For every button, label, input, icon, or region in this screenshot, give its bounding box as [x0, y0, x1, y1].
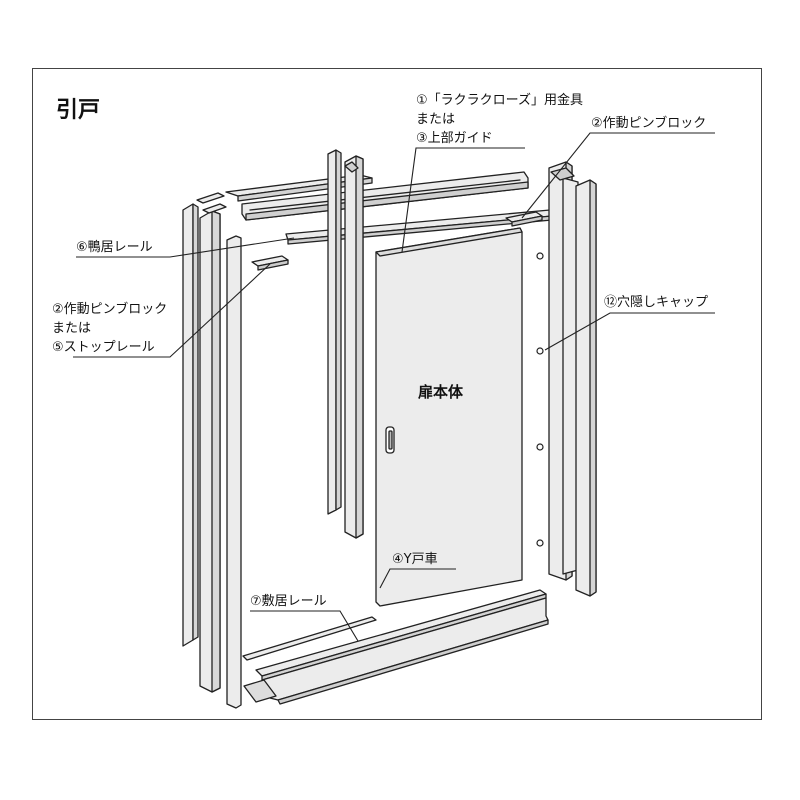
center-posts	[327, 149, 364, 539]
label-sill-rail: ⑦敷居レール	[250, 594, 327, 609]
stop-rail-piece	[251, 255, 289, 271]
label-y-roller: ④Y戸車	[392, 552, 438, 567]
diagram-frame	[32, 68, 762, 720]
label-top-guide: ③上部ガイド	[416, 131, 493, 146]
label-closer-fitting: ①「ラクラクローズ」用金具	[416, 93, 584, 108]
label-pin-block-top: ②作動ピンブロック	[591, 116, 707, 131]
label-hole-cap: ⑫穴隠しキャップ	[604, 295, 709, 310]
sill-rails	[242, 589, 549, 705]
left-jamb	[182, 203, 242, 709]
door-panel	[375, 227, 523, 607]
label-pin-or: または	[52, 321, 92, 336]
diagram-title: 引戸	[56, 98, 101, 123]
right-jamb	[548, 161, 597, 597]
upper-left-corner-pieces	[196, 192, 227, 214]
pin-block-top	[505, 211, 543, 227]
label-closer-or: または	[416, 112, 456, 127]
label-pin-block-left: ②作動ピンブロック	[52, 302, 168, 317]
hole-caps	[536, 252, 544, 547]
label-door-body: 扉本体	[418, 383, 464, 401]
label-stop-rail: ⑤ストップレール	[52, 340, 155, 355]
label-kamoi-rail: ⑥鴨居レール	[76, 240, 153, 255]
leader-lines	[73, 132, 715, 642]
